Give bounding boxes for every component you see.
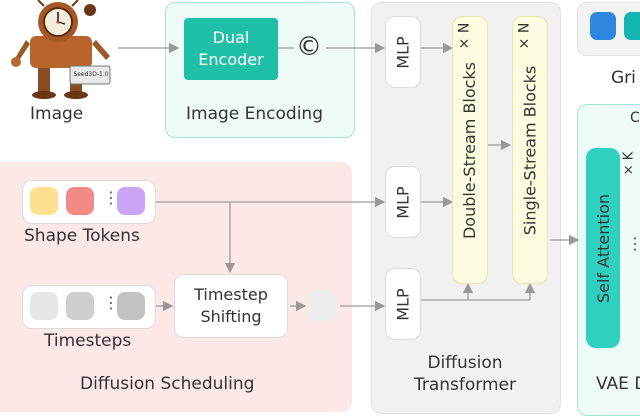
single-stream-label: Single-Stream Blocks xyxy=(520,65,540,235)
right-panel-top-letter: C xyxy=(630,110,640,126)
right-panel-ellipsis: ⋮ xyxy=(627,234,640,253)
mlp-label-image: MLP xyxy=(393,35,413,69)
robot-badge-text: Seed3D-1.0 xyxy=(73,71,109,78)
shape-token-n xyxy=(117,187,145,215)
timestep-shifting-line1: Timestep xyxy=(194,285,268,304)
grid-swatch-blue xyxy=(590,12,616,40)
single-stream-repeat: × N xyxy=(516,22,532,50)
shape-token-1 xyxy=(30,187,58,215)
timestep-shifting-box: Timestep Shifting xyxy=(174,274,288,338)
dual-encoder-line2: Encoder xyxy=(198,50,264,69)
self-attention-label: Self Attention xyxy=(593,193,613,303)
diffusion-transformer-line2: Transformer xyxy=(413,375,516,395)
diffusion-transformer-label: Diffusion Transformer xyxy=(371,352,559,396)
shape-token-2 xyxy=(66,187,94,215)
diffusion-transformer-line1: Diffusion xyxy=(427,353,503,373)
connector-arrows xyxy=(118,42,580,312)
concat-symbol: © xyxy=(296,32,322,62)
self-attention-repeat: × K xyxy=(621,151,637,175)
mlp-label-time: MLP xyxy=(393,287,413,321)
image-encoding-label: Image Encoding xyxy=(186,104,323,124)
single-stream-block: Single-Stream Blocks xyxy=(512,16,548,284)
grid-swatch-teal xyxy=(624,12,640,40)
diffusion-scheduling-label: Diffusion Scheduling xyxy=(80,374,255,394)
double-stream-label: Double-Stream Blocks xyxy=(460,61,480,239)
image-label: Image xyxy=(30,104,84,124)
shape-token-ellipsis: ⋮ xyxy=(103,188,119,207)
shifted-timestep-token xyxy=(307,291,337,321)
timesteps-label: Timesteps xyxy=(44,331,132,351)
vae-label: VAE D xyxy=(596,374,640,394)
mlp-box-image: MLP xyxy=(385,16,421,88)
double-stream-repeat: × N xyxy=(456,22,472,50)
timestep-token-2 xyxy=(66,292,94,320)
self-attention-block: Self Attention xyxy=(586,148,620,348)
mlp-box-shape: MLP xyxy=(385,166,421,238)
double-stream-block: Double-Stream Blocks xyxy=(452,16,488,284)
mlp-box-time: MLP xyxy=(385,268,421,340)
dual-encoder-line1: Dual xyxy=(212,28,250,47)
timestep-ellipsis: ⋮ xyxy=(103,293,119,312)
timestep-shifting-line2: Shifting xyxy=(200,307,262,326)
timestep-token-1 xyxy=(30,292,58,320)
shape-tokens-label: Shape Tokens xyxy=(24,226,140,246)
grid-label: Gri xyxy=(611,68,636,88)
mlp-label-shape: MLP xyxy=(393,185,413,219)
input-image: Seed3D-1.0 xyxy=(8,0,118,100)
dual-encoder-box: Dual Encoder xyxy=(184,18,278,80)
robot-illustration xyxy=(11,0,111,99)
timestep-token-n xyxy=(117,292,145,320)
